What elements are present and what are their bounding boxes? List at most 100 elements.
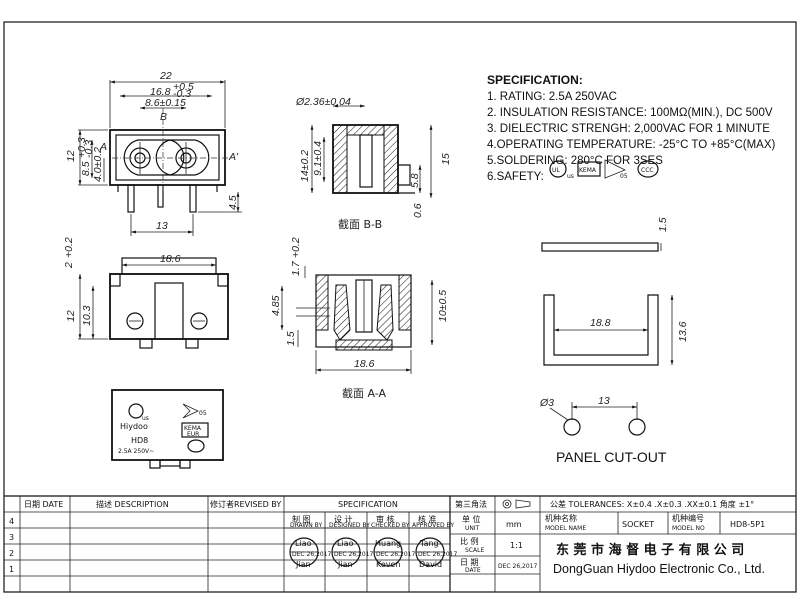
rev-row-3: 3 [9, 533, 14, 542]
label-us: us [142, 415, 149, 422]
ccc-safety-mark: CCC [637, 160, 659, 178]
label-model: HD8 [131, 436, 148, 445]
label-kema-2: EUR [187, 431, 199, 438]
section-bb-dimensions: Ø2.36±0.04 14±0.2 9.1±0.4 15 5.8 0.6 截面 … [295, 96, 452, 231]
model-no-value: HD8-5P1 [730, 520, 765, 529]
ul-safety-mark: UL us [549, 160, 574, 180]
date-label-cn: 日 期 [460, 558, 479, 567]
dim-front-h1: 8.5 [80, 161, 92, 176]
spec-line-4: 4.OPERATING TEMPERATURE: -25°C TO +85°C(… [487, 139, 776, 151]
dim-bb-h4: 5.8 [409, 173, 421, 188]
panel-cutout-title: PANEL CUT-OUT [556, 449, 667, 465]
role-designed-by: 设 计 DESIGNED BY Liao DEC 26,2017 Jian [329, 514, 374, 569]
svg-text:05: 05 [620, 173, 628, 180]
dim-bb-h1: 14±0.2 [299, 150, 311, 182]
dim-front-height: 12 [65, 150, 77, 162]
svg-text:设 计: 设 计 [334, 514, 353, 524]
svg-text:DEC 26,2017: DEC 26,2017 [292, 551, 332, 558]
panel-profile: 18.8 13.6 [543, 294, 689, 366]
rev-header-revised-by: 修订者REVISED BY [210, 499, 281, 509]
dim-aa-h3: 10±0.5 [437, 290, 449, 322]
unit-label-cn: 单 位 [462, 514, 481, 524]
dim-panel-width: 18.8 [590, 317, 611, 329]
unit-value: mm [506, 520, 522, 529]
section-aa-title: 截面 A-A [342, 386, 387, 400]
drawing-border [3, 21, 797, 593]
dim-bottom-top-tol: +0.2 [63, 237, 75, 258]
svg-text:David: David [419, 560, 442, 569]
svg-text:Huang: Huang [375, 539, 401, 548]
tolerance-note: 公差 TOLERANCES: X±0.4 .X±0.3 .XX±0.1 角度 ±… [550, 499, 754, 509]
dim-cut-pitch: 13 [598, 395, 610, 407]
date-value: DEC 26,2017 [498, 563, 538, 570]
dim-bb-h5: 0.6 [412, 203, 424, 218]
dim-front-inner-tol-up: +0.5 [173, 81, 194, 93]
svg-text:Liao: Liao [337, 539, 354, 548]
role-checked-by: 审 核 CHECKED BY Huang DEC 26,2017 Keven [371, 514, 416, 569]
dim-front-inner: 16.8 [150, 86, 171, 98]
svg-text:DEC 26,2017: DEC 26,2017 [334, 551, 374, 558]
dim-bb-h2: 9.1±0.4 [312, 141, 324, 176]
dim-front-h1-tol-dn: -0.3 [83, 140, 95, 158]
scale-label-cn: 比 例 [460, 536, 479, 546]
dim-bb-dia: Ø2.36±0.04 [295, 96, 351, 108]
svg-text:Jian: Jian [337, 560, 353, 569]
dim-bb-h3: 15 [440, 153, 452, 165]
unit-label-en: UNIT [465, 525, 480, 532]
svg-text:DESIGNED BY: DESIGNED BY [329, 522, 370, 529]
dim-plate-thickness: 1.5 [657, 217, 669, 232]
svg-text:UL: UL [552, 167, 560, 174]
section-marker-a-right: A' [228, 151, 239, 163]
scale-value: 1:1 [510, 541, 523, 550]
svg-text:Tang: Tang [419, 539, 439, 548]
dim-aa-top: 1.7 [290, 260, 302, 276]
svg-text:DEC 26,2017: DEC 26,2017 [418, 551, 458, 558]
dim-cut-dia: Ø3 [539, 397, 554, 409]
dim-front-width: 22 [159, 70, 172, 82]
section-marker-a-left: A [99, 141, 107, 153]
front-view-dimensions: 22 16.8 +0.5 -0.3 8.6±0.15 B 12 8.5 +0.3… [65, 70, 242, 236]
spec-line-5: 5.SOLDERING: 280°C FOR 3SES [487, 155, 663, 167]
model-name-value: SOCKET [622, 520, 654, 529]
date-label-en: DATE [465, 567, 481, 574]
spec-line-6: 6.SAFETY: [487, 171, 544, 183]
dim-front-pin: 4.5 [227, 195, 239, 210]
model-no-label-cn: 机种编号 [672, 513, 704, 523]
enec-safety-mark: 05 [604, 159, 628, 180]
svg-text:CHECKED BY: CHECKED BY [371, 522, 410, 529]
label-brand: Hiydoo [120, 422, 148, 431]
spec-line-2: 2. INSULATION RESISTANCE: 100MΩ(MIN.), D… [487, 107, 773, 119]
dim-front-inner-tol-dn: -0.3 [173, 88, 191, 100]
label-rating: 2.5A 250V~ [118, 448, 154, 455]
dim-aa-h1: 4.85 [270, 295, 282, 316]
svg-text:us: us [567, 173, 574, 180]
kema-safety-mark: KEMA [577, 161, 601, 177]
bottom-view [109, 257, 229, 349]
dim-front-h1-tol-up: +0.3 [76, 137, 88, 158]
section-aa-dimensions: 1.7 +0.2 4.85 1.5 10±0.5 18.6 截面 A-A [270, 237, 449, 400]
panel-cutout: 13 Ø3 PANEL CUT-OUT [539, 395, 667, 465]
svg-text:Keven: Keven [376, 560, 401, 569]
third-angle-projection-icon [502, 499, 531, 509]
svg-text:Liao: Liao [295, 539, 312, 548]
svg-text:制 图: 制 图 [292, 514, 311, 524]
svg-text:APPROVED BY: APPROVED BY [412, 522, 454, 529]
svg-text:CCC: CCC [641, 167, 654, 174]
company-name-en: DongGuan Hiydoo Electronic Co., Ltd. [553, 562, 765, 576]
dim-bottom-width: 18.6 [160, 253, 181, 265]
label-view: us 05 Hiydoo KEMA EUR HD8 2.5A 250V~ [111, 389, 224, 469]
rev-header-specification: SPECIFICATION [338, 500, 398, 509]
dim-front-pin-pitch: 13 [156, 220, 168, 232]
svg-text:Jian: Jian [295, 560, 311, 569]
title-block: 日期 DATE 描述 DESCRIPTION 修订者REVISED BY SPE… [4, 495, 796, 592]
dim-bottom-top: 2 [63, 262, 75, 269]
dim-front-pitch: 8.6±0.15 [145, 97, 186, 109]
model-no-label-en: MODEL NO [672, 525, 705, 532]
dim-bottom-h: 12 [65, 310, 77, 322]
rev-row-2: 2 [9, 549, 14, 558]
svg-text:核 准: 核 准 [418, 514, 437, 524]
dim-front-h2: 4.0±0.2 [92, 147, 104, 182]
projection-label: 第三角法 [455, 499, 487, 509]
svg-text:KEMA: KEMA [579, 167, 597, 174]
